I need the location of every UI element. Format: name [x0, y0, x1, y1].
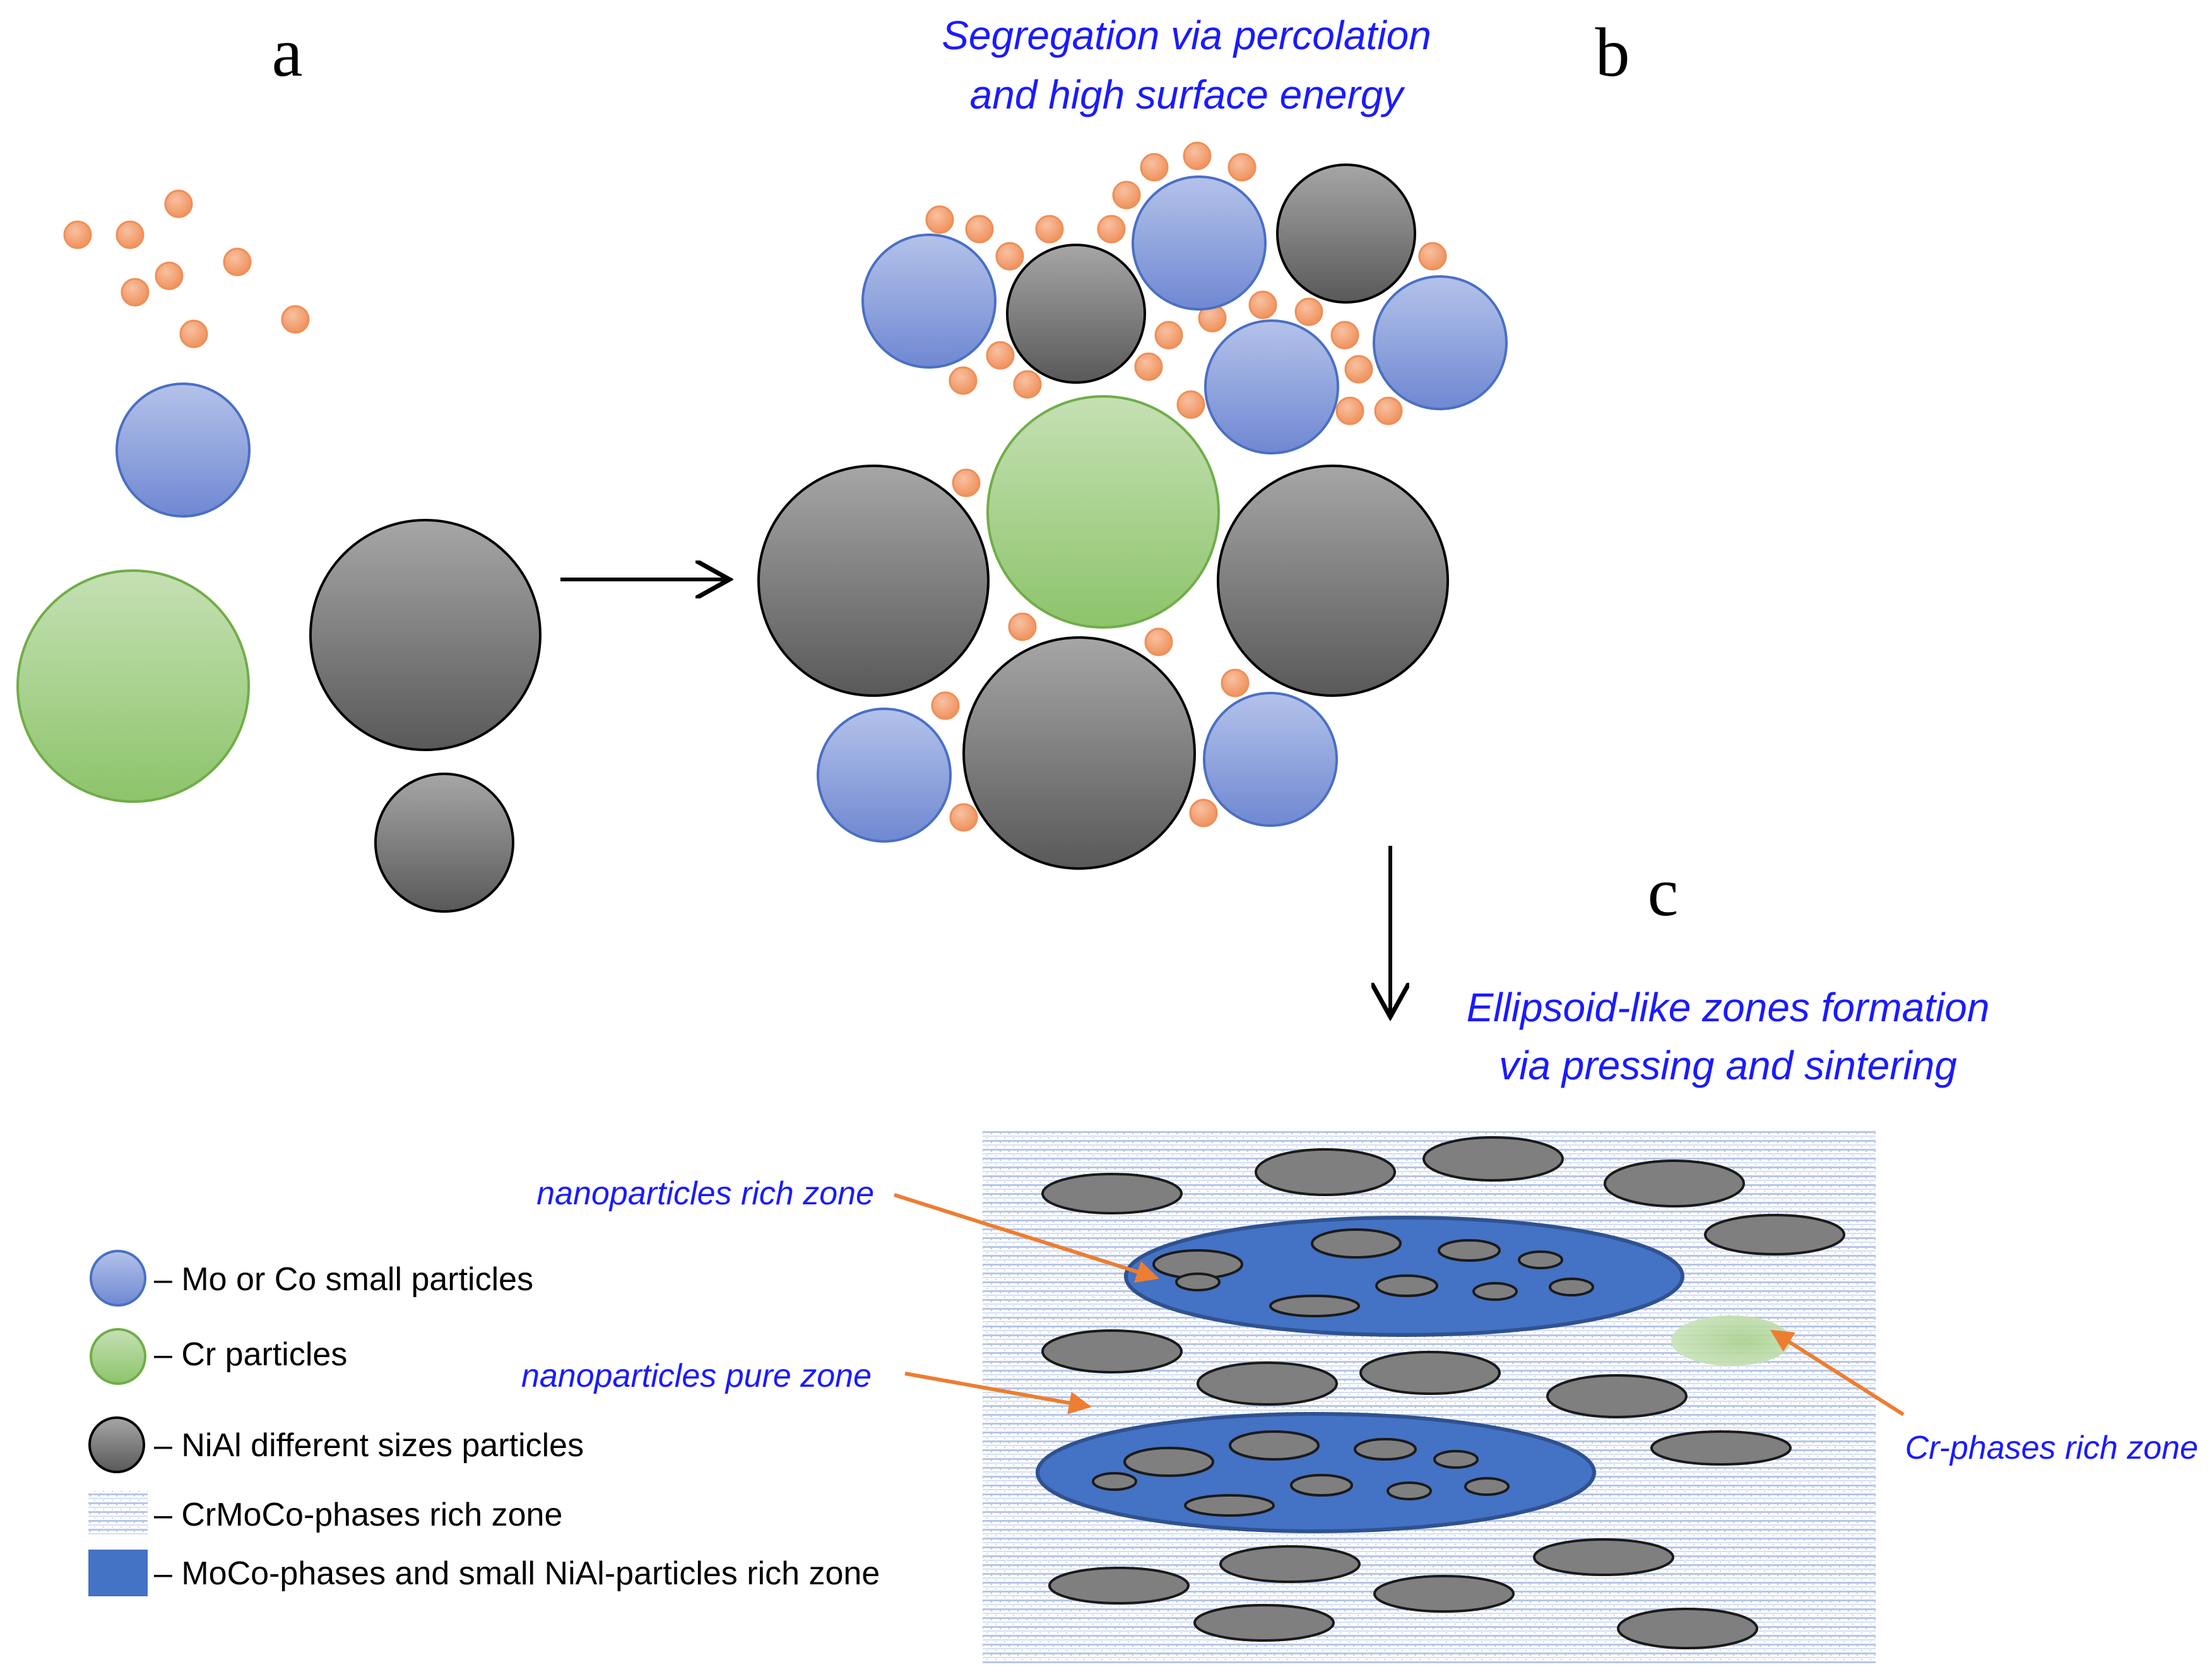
panel-label-b: b — [1595, 14, 1630, 91]
cr-particle — [16, 569, 250, 803]
legend-label-moco-nial: – MoCo-phases and small NiAl-particles r… — [154, 1555, 880, 1592]
legend: – Mo or Co small particles – Cr particle… — [88, 1250, 880, 1596]
mo-co-particle — [817, 708, 952, 843]
legend-green-circle-icon — [90, 1328, 146, 1385]
nial-particle-large — [309, 519, 541, 751]
label-nanoparticles-pure-zone: nanoparticles pure zone — [521, 1358, 872, 1394]
caption-b-line1: Segregation via percolation — [942, 13, 1431, 58]
orange-nanoparticles-a — [63, 189, 310, 348]
nial-particle-small — [374, 773, 514, 913]
legend-label-crmoco: – CrMoCo-phases rich zone — [154, 1497, 562, 1533]
panel-b — [757, 141, 1508, 870]
nial-particle-large — [962, 636, 1196, 870]
nial-particle-large — [1217, 465, 1449, 697]
legend-gray-circle-icon — [88, 1416, 145, 1473]
mo-co-particle — [1203, 692, 1338, 827]
label-nanoparticles-rich-zone: nanoparticles rich zone — [536, 1175, 874, 1212]
panel-c: nanoparticles rich zone nanoparticles pu… — [521, 1130, 2198, 1663]
small-nial-in-zones — [1092, 1228, 1594, 1517]
orange-nanoparticles-b — [925, 141, 1447, 832]
caption-b-line2: and high surface energy — [970, 72, 1406, 117]
nial-particle — [1006, 244, 1146, 384]
legend-blue-circle-icon — [90, 1250, 146, 1307]
label-cr-phases-rich-zone: Cr-phases rich zone — [1905, 1430, 2198, 1466]
arrow-nano-rich — [894, 1193, 1159, 1283]
nial-particle-large — [757, 465, 990, 697]
nial-particle — [1276, 163, 1416, 304]
mo-co-rich-zone-lower — [1036, 1412, 1596, 1533]
caption-c-line2: via pressing and sintering — [1499, 1043, 1957, 1088]
legend-label-cr: – Cr particles — [154, 1336, 347, 1373]
caption-c-line1: Ellipsoid-like zones formation — [1467, 985, 1990, 1030]
mo-co-particle — [115, 383, 251, 518]
legend-hatched-rect-icon — [88, 1491, 148, 1535]
mo-co-particle — [1204, 319, 1339, 454]
nial-ellipses-matrix — [1041, 1136, 1845, 1649]
legend-label-nial: – NiAl different sizes particles — [154, 1427, 584, 1464]
mo-co-particle — [1132, 175, 1267, 311]
panel-label-a: a — [272, 14, 303, 91]
mo-co-particle — [1373, 275, 1508, 410]
cr-particle — [986, 395, 1220, 629]
cr-phase-zone — [1671, 1315, 1791, 1366]
panel-label-c: c — [1648, 853, 1679, 930]
mo-co-particle — [861, 234, 997, 369]
panel-a — [16, 189, 541, 913]
arrow-nano-pure — [904, 1372, 1092, 1415]
legend-label-mo-co: – Mo or Co small particles — [154, 1261, 533, 1298]
arrow-cr-rich — [1770, 1329, 1905, 1416]
legend-blue-rect-icon — [88, 1550, 148, 1596]
